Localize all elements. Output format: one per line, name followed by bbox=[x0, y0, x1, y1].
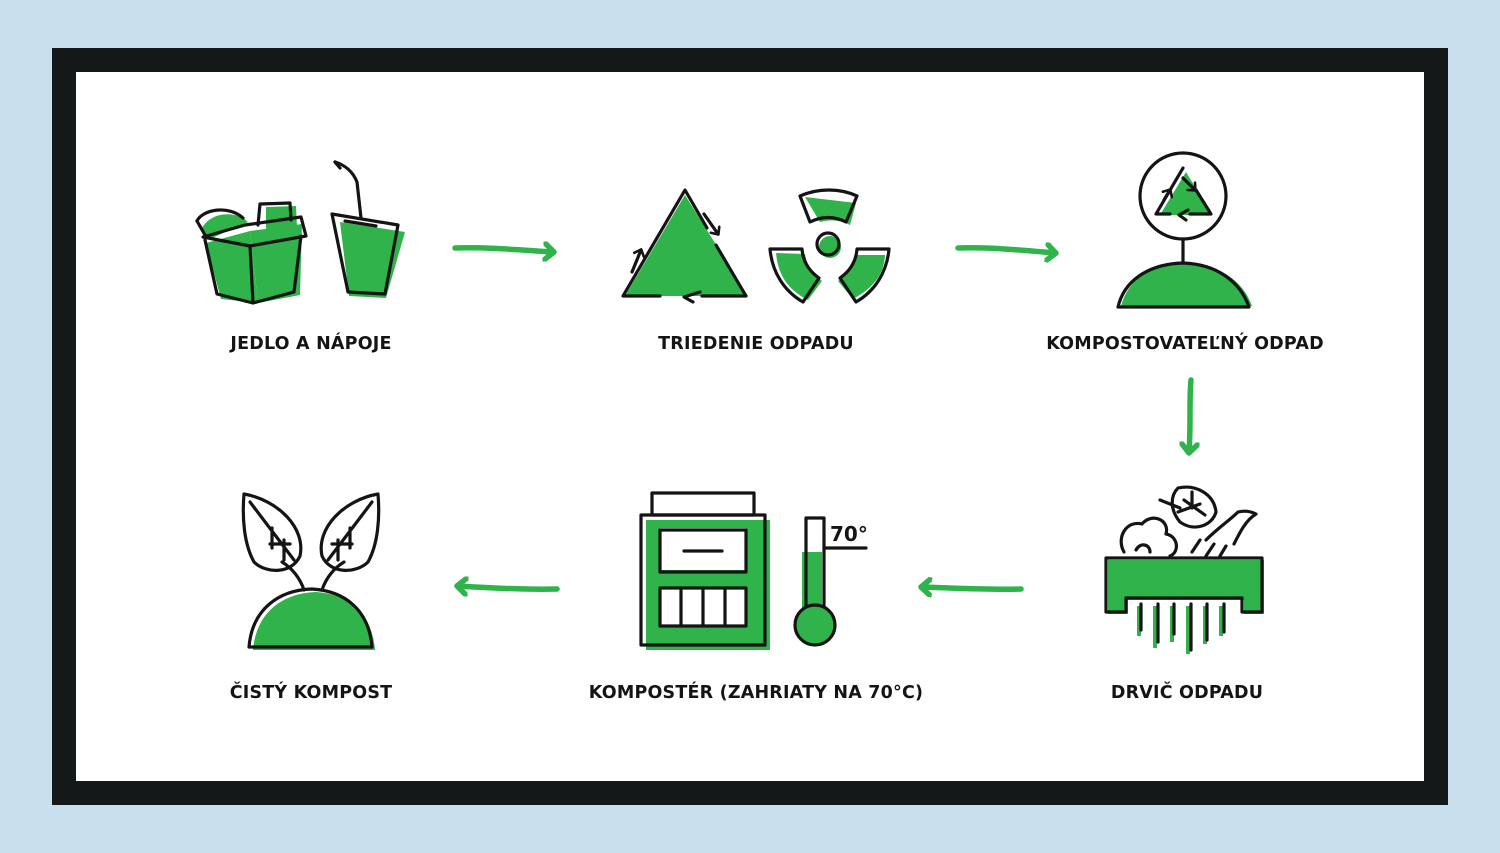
flow-arrow-2 bbox=[955, 248, 1055, 253]
step-label-compost: ČISTÝ KOMPOST bbox=[229, 683, 393, 703]
flow-arrow-5 bbox=[458, 586, 560, 589]
step-label-sorting: TRIEDENIE ODPADU bbox=[658, 334, 854, 354]
composter-and-thermometer-icon: 70° bbox=[639, 491, 868, 650]
temperature-readout: 70° bbox=[830, 522, 868, 546]
recycle-sign-on-mound-icon bbox=[1116, 151, 1252, 309]
flow-arrow-4 bbox=[922, 587, 1024, 589]
step-label-compostable: KOMPOSTOVATEĽNÝ ODPAD bbox=[1046, 334, 1324, 354]
food-box-and-drink-cup-icon bbox=[195, 160, 405, 305]
step-label-composter: KOMPOSTÉR (ZAHRIATY NA 70°C) bbox=[588, 683, 924, 703]
flow-arrow-1 bbox=[452, 248, 553, 252]
diagram-panel bbox=[76, 72, 1424, 781]
recycle-and-radiation-icon bbox=[621, 188, 891, 304]
flow-arrow-3 bbox=[1189, 377, 1191, 452]
step-label-shredder: DRVIČ ODPADU bbox=[1110, 683, 1264, 703]
step-label-food: JEDLO A NÁPOJE bbox=[230, 334, 392, 354]
shredder-icon bbox=[1104, 485, 1264, 654]
sprout-on-soil-icon bbox=[241, 492, 381, 650]
